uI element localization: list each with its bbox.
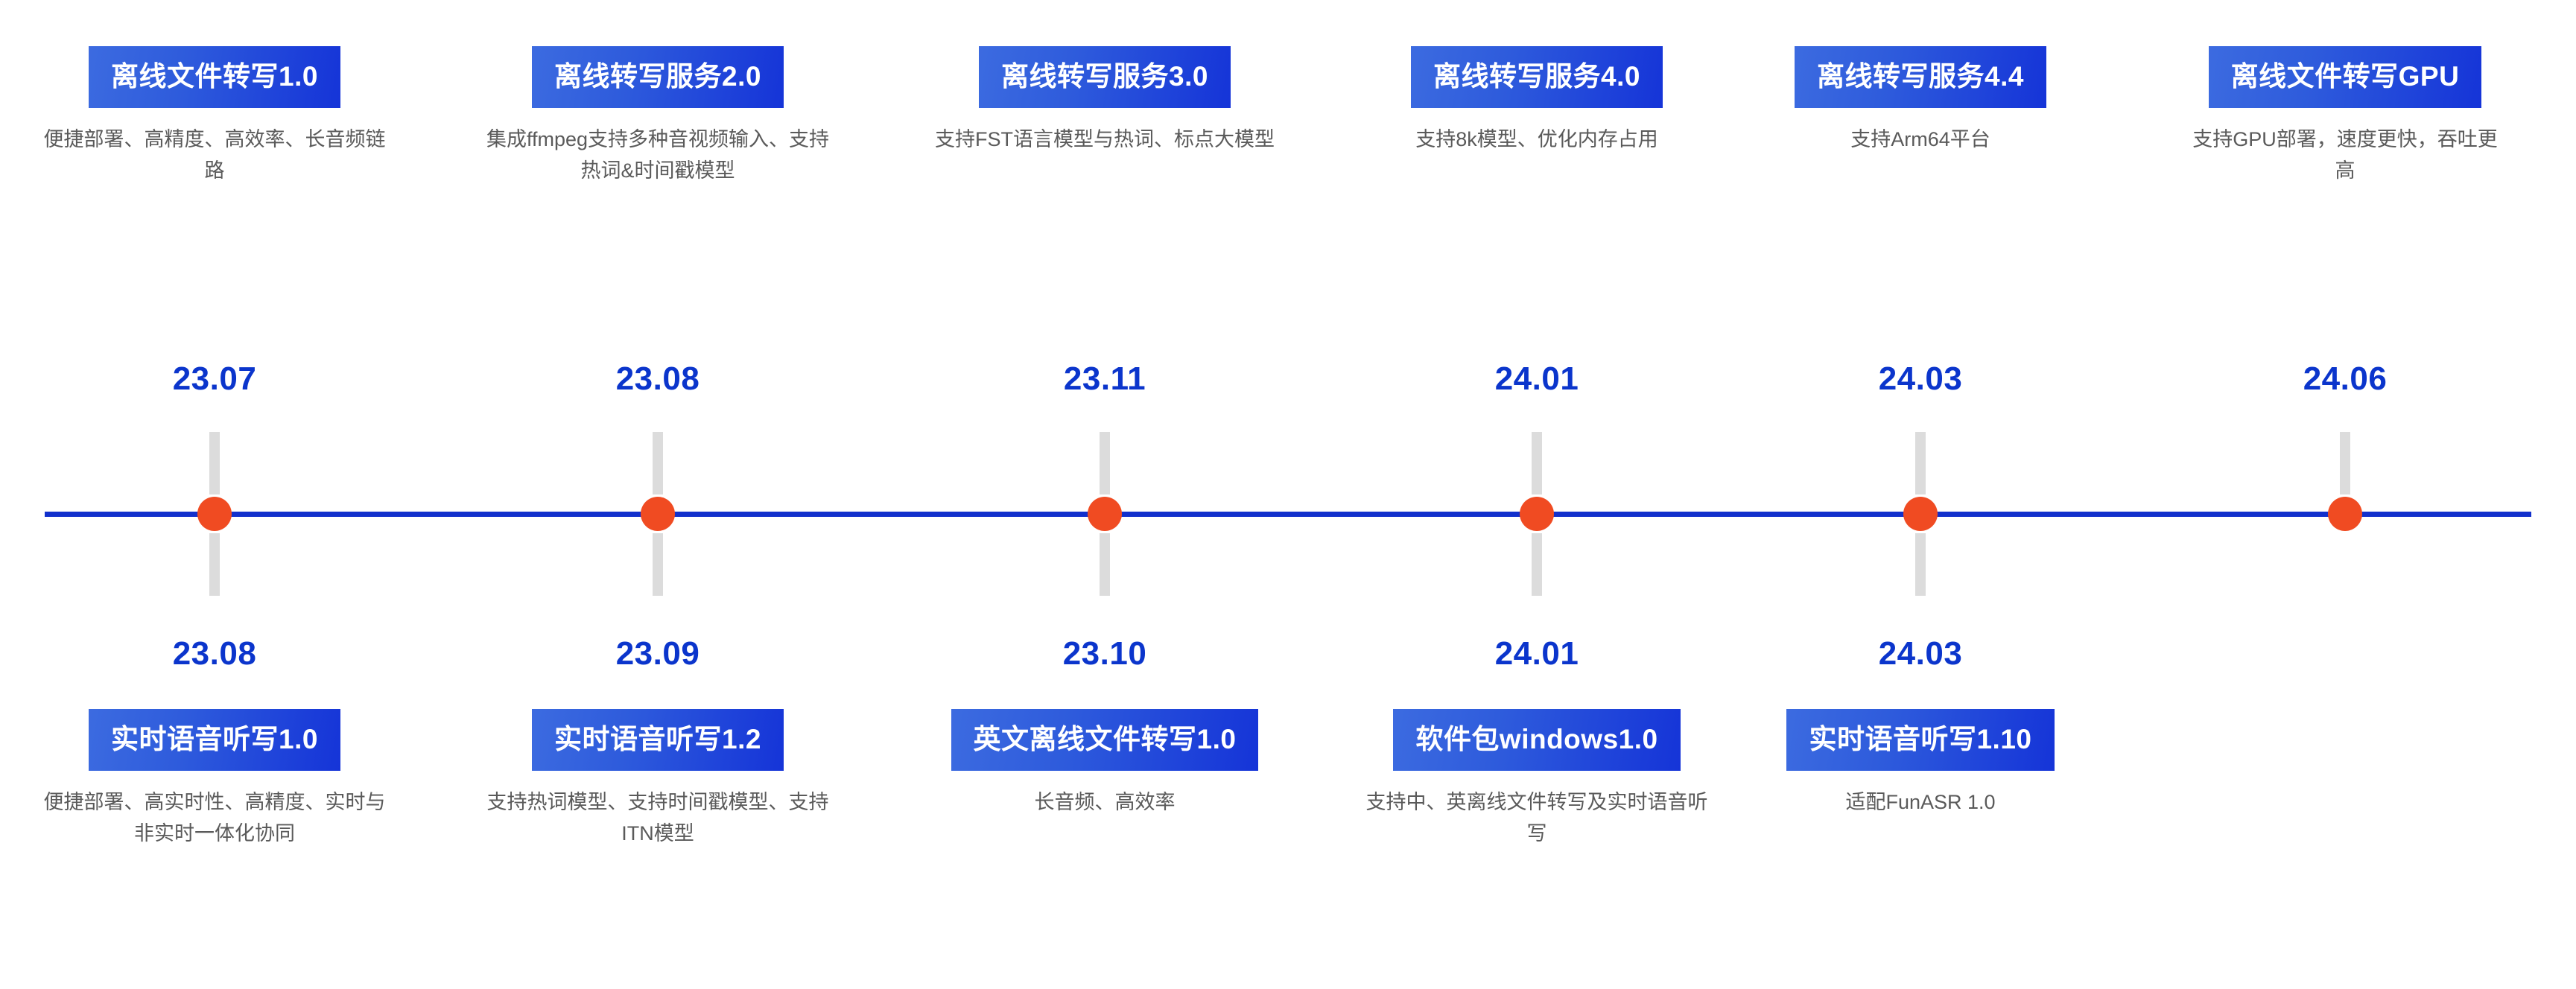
entry-title-chip[interactable]: 离线文件转写1.0 <box>89 46 340 108</box>
timeline-entry-top-6: 离线文件转写GPU 支持GPU部署，速度更快，吞吐更高 <box>2185 46 2505 187</box>
date-label-top-3: 23.11 <box>1063 360 1146 397</box>
entry-description: 便捷部署、高实时性、高精度、实时与非实时一体化协同 <box>43 791 386 845</box>
entry-title-chip[interactable]: 实时语音听写1.2 <box>532 709 784 771</box>
connector-stem-top-1 <box>209 432 220 495</box>
connector-stem-top-6 <box>2340 432 2350 495</box>
date-label-bottom-3: 23.10 <box>1062 635 1147 672</box>
timeline-entry-top-3: 离线转写服务3.0 支持FST语言模型与热词、标点大模型 <box>933 46 1276 156</box>
entry-description: 支持GPU部署，速度更快，吞吐更高 <box>2192 128 2498 182</box>
timeline-entry-top-5: 离线转写服务4.4 支持Arm64平台 <box>1749 46 2092 156</box>
connector-stem-bottom-5 <box>1915 533 1926 596</box>
connector-stem-top-3 <box>1100 432 1110 495</box>
timeline-entry-top-2: 离线转写服务2.0 集成ffmpeg支持多种音视频输入、支持热词&时间戳模型 <box>483 46 833 187</box>
entry-title-chip[interactable]: 软件包windows1.0 <box>1393 709 1681 771</box>
connector-stem-top-4 <box>1532 432 1542 495</box>
timeline-node-dot-5[interactable] <box>1903 497 1938 531</box>
date-label-bottom-5: 24.03 <box>1878 635 1963 672</box>
timeline-entry-top-1: 离线文件转写1.0 便捷部署、高精度、高效率、长音频链路 <box>39 46 390 187</box>
entry-title-chip[interactable]: 离线转写服务4.4 <box>1795 46 2046 108</box>
date-label-top-1: 23.07 <box>172 360 257 397</box>
entry-title-chip[interactable]: 英文离线文件转写1.0 <box>951 709 1259 771</box>
entry-description: 集成ffmpeg支持多种音视频输入、支持热词&时间戳模型 <box>486 128 830 182</box>
entry-description: 支持FST语言模型与热词、标点大模型 <box>935 128 1275 150</box>
date-label-top-4: 24.01 <box>1494 360 1579 397</box>
entry-description: 长音频、高效率 <box>1034 791 1176 813</box>
date-label-bottom-4: 24.01 <box>1494 635 1579 672</box>
timeline-entry-bottom-5: 实时语音听写1.10 适配FunASR 1.0 <box>1749 709 2092 818</box>
entry-description: 便捷部署、高精度、高效率、长音频链路 <box>43 128 386 182</box>
entry-title-chip[interactable]: 离线转写服务4.0 <box>1411 46 1663 108</box>
connector-stem-bottom-3 <box>1100 533 1110 596</box>
timeline-axis-line <box>45 512 2531 517</box>
entry-title-chip[interactable]: 离线文件转写GPU <box>2208 46 2482 108</box>
connector-stem-top-5 <box>1915 432 1926 495</box>
entry-title-chip[interactable]: 离线转写服务2.0 <box>532 46 784 108</box>
connector-stem-bottom-2 <box>653 533 663 596</box>
timeline-entry-top-4: 离线转写服务4.0 支持8k模型、优化内存占用 <box>1365 46 1708 156</box>
timeline-node-dot-4[interactable] <box>1520 497 1554 531</box>
entry-title-chip[interactable]: 离线转写服务3.0 <box>979 46 1231 108</box>
timeline-entry-bottom-4: 软件包windows1.0 支持中、英离线文件转写及实时语音听写 <box>1365 709 1708 850</box>
entry-description: 支持Arm64平台 <box>1850 128 1990 150</box>
timeline-node-dot-1[interactable] <box>197 497 232 531</box>
timeline-node-dot-3[interactable] <box>1088 497 1122 531</box>
date-label-top-2: 23.08 <box>615 360 700 397</box>
entry-description: 支持热词模型、支持时间戳模型、支持ITN模型 <box>486 791 829 845</box>
timeline-entry-bottom-3: 英文离线文件转写1.0 长音频、高效率 <box>933 709 1276 818</box>
date-label-top-5: 24.03 <box>1878 360 1963 397</box>
entry-description: 支持中、英离线文件转写及实时语音听写 <box>1365 791 1708 845</box>
entry-description: 支持8k模型、优化内存占用 <box>1415 128 1658 150</box>
connector-stem-top-2 <box>653 432 663 495</box>
connector-stem-bottom-4 <box>1532 533 1542 596</box>
timeline-node-dot-2[interactable] <box>641 497 675 531</box>
timeline-entry-bottom-2: 实时语音听写1.2 支持热词模型、支持时间戳模型、支持ITN模型 <box>483 709 833 850</box>
timeline-entry-bottom-1: 实时语音听写1.0 便捷部署、高实时性、高精度、实时与非实时一体化协同 <box>39 709 390 850</box>
date-label-bottom-2: 23.09 <box>615 635 700 672</box>
entry-description: 适配FunASR 1.0 <box>1845 791 1996 813</box>
connector-stem-bottom-1 <box>209 533 220 596</box>
entry-title-chip[interactable]: 实时语音听写1.10 <box>1786 709 2055 771</box>
date-label-top-6: 24.06 <box>2303 360 2388 397</box>
timeline-node-dot-6[interactable] <box>2328 497 2362 531</box>
date-label-bottom-1: 23.08 <box>172 635 257 672</box>
entry-title-chip[interactable]: 实时语音听写1.0 <box>89 709 340 771</box>
